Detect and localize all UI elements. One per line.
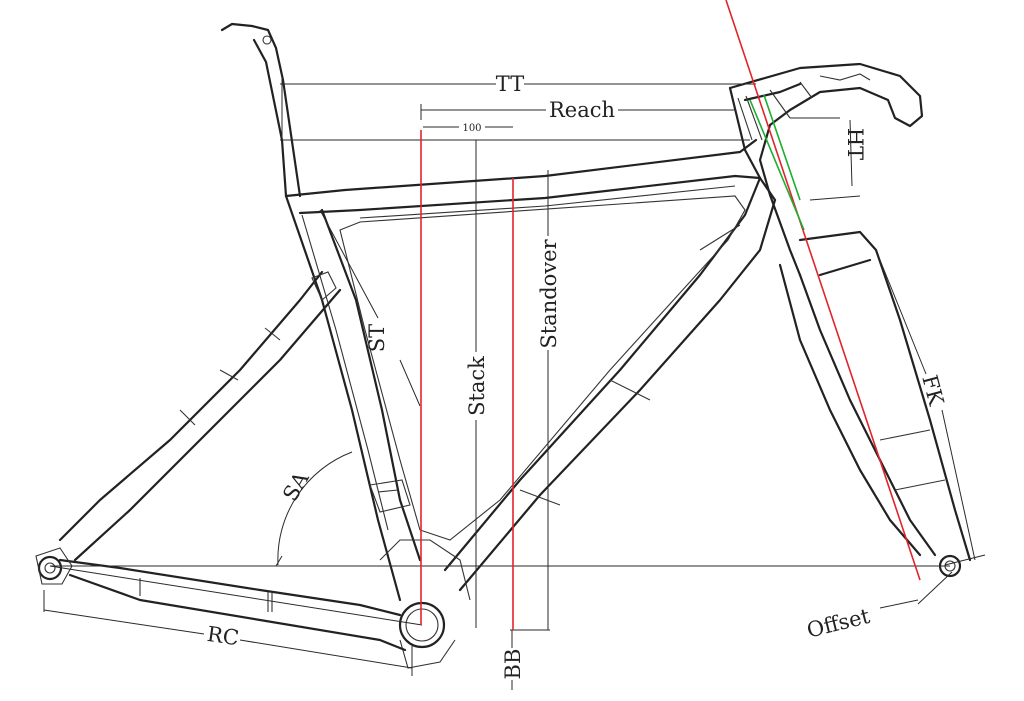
tt-label: TT (496, 72, 524, 96)
dimension-lines (43, 78, 986, 690)
chain-stay (58, 558, 407, 652)
bb-label: BB (501, 649, 525, 680)
fork (778, 263, 937, 557)
bottom-bracket (398, 601, 446, 649)
standover-label: Standover (537, 238, 561, 348)
axis-lines (420, 0, 921, 630)
fk-label: FK (917, 372, 948, 408)
sa-label: SA (278, 467, 314, 505)
seat-tube (284, 194, 422, 602)
steering-axis (725, 0, 921, 581)
dim-100-label: 100 (462, 123, 481, 134)
labels: TT Reach 100 HT ST Stack Standover FK SA… (206, 72, 949, 679)
ht-label: HT (843, 128, 867, 160)
head-tube-axis (749, 99, 805, 231)
bike-frame (35, 22, 972, 669)
head-tube-axis-2 (763, 94, 801, 201)
reach-label: Reach (549, 98, 615, 122)
rc-label: RC (206, 622, 241, 650)
offset-label: Offset (804, 604, 872, 643)
stack-label: Stack (465, 356, 489, 416)
seat-post (220, 22, 302, 198)
seat-clamp-bolt (262, 35, 272, 45)
st-label: ST (365, 324, 389, 352)
rear-dropout (37, 555, 63, 581)
seat-stay (58, 270, 342, 562)
down-tube (443, 176, 777, 592)
top-tube (284, 138, 762, 215)
head-tube (728, 62, 924, 277)
